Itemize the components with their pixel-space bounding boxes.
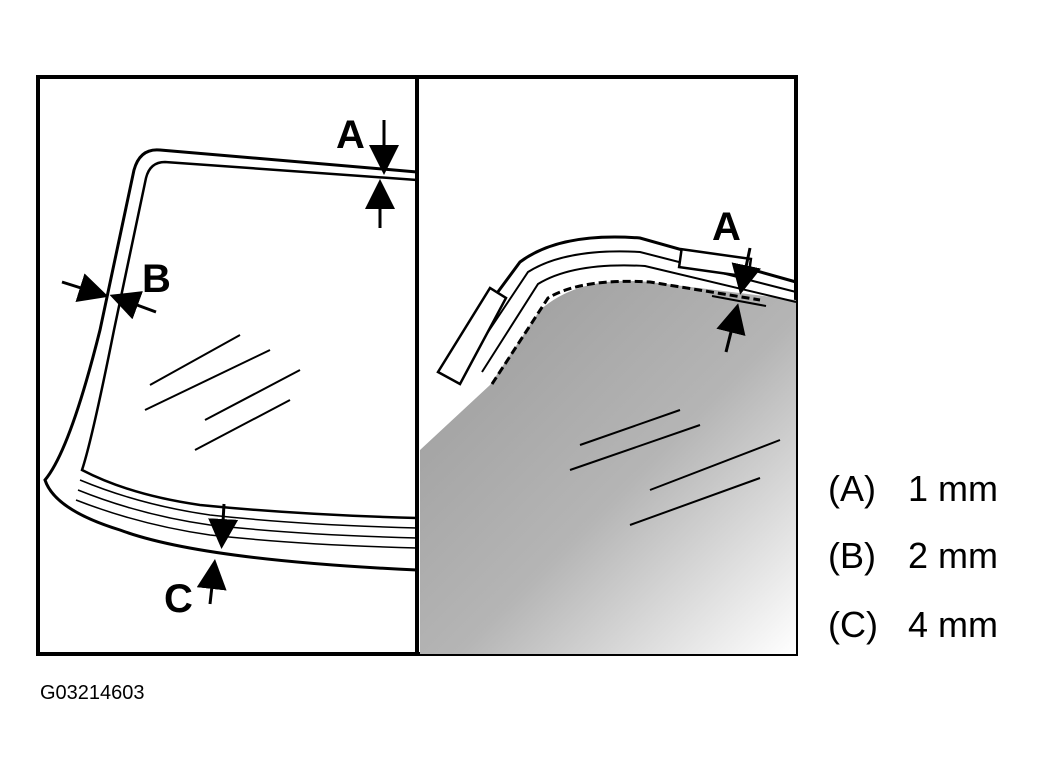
left-glass-reflection-lines — [144, 334, 301, 451]
right-trim-mid — [467, 250, 797, 363]
right-glass-edge-dashed — [490, 279, 761, 385]
right-molding-end-cap — [436, 286, 508, 386]
legend-value-a: 1 mm — [908, 468, 998, 509]
left-label-b: B — [142, 257, 171, 301]
left-label-c: C — [164, 577, 193, 621]
right-callout-a: A — [711, 205, 767, 353]
left-callout-a: A — [336, 113, 399, 228]
left-windshield-outer-edge — [43, 148, 418, 572]
legend-key-c: (C) — [828, 604, 878, 645]
legend-row-b: (B) 2 mm — [828, 535, 998, 577]
legend-key-a: (A) — [828, 468, 876, 509]
right-trim-outer — [453, 235, 797, 351]
legend-key-b: (B) — [828, 535, 876, 576]
right-trim-inner — [481, 264, 797, 373]
left-panel: A B C — [36, 75, 419, 656]
legend-value-b: 2 mm — [908, 535, 998, 576]
left-callout-c: C — [164, 503, 239, 621]
legend-row-c: (C) 4 mm — [828, 604, 998, 646]
right-panel: A — [415, 75, 798, 656]
right-glass-shaded-area — [420, 280, 796, 654]
legend-value-c: 4 mm — [908, 604, 998, 645]
left-windshield-inner-edge — [80, 160, 418, 520]
right-label-a: A — [712, 205, 741, 249]
left-callout-b: B — [61, 257, 171, 320]
left-label-a: A — [336, 113, 365, 157]
figure-id-label: G03214603 — [40, 682, 145, 704]
left-panel-frame — [36, 75, 419, 656]
right-glass-reflection-lines — [569, 409, 781, 526]
legend-row-a: (A) 1 mm — [828, 468, 998, 510]
